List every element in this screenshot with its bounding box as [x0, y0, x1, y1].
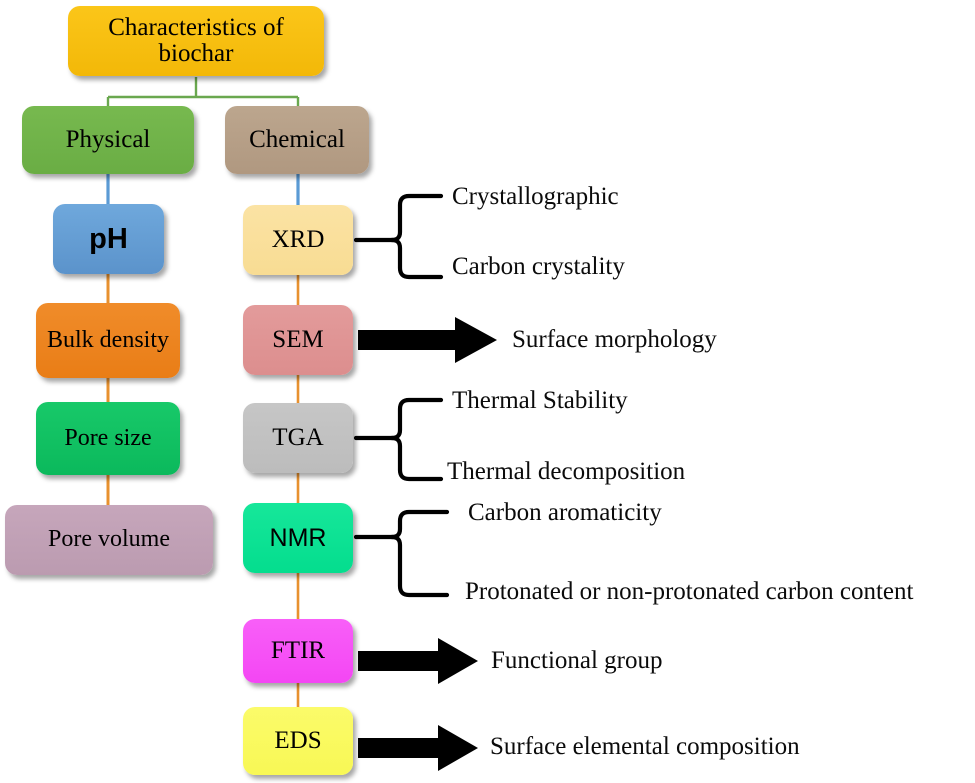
node-chemical[interactable]: Chemical [225, 106, 369, 174]
brace-xrd [353, 193, 444, 280]
node-label: Chemical [249, 125, 345, 153]
node-label: Physical [65, 125, 151, 153]
node-bulk-density[interactable]: Bulk density [36, 303, 180, 378]
node-label: FTIR [270, 636, 326, 664]
node-label: Characteristics of biochar [108, 13, 284, 67]
arrow-ftir [358, 638, 478, 684]
node-label: EDS [274, 726, 322, 754]
node-label: SEM [272, 325, 324, 353]
node-sem[interactable]: SEM [243, 305, 353, 375]
node-label: XRD [271, 225, 325, 253]
output-label-thermal-stability: Thermal Stability [452, 387, 628, 414]
node-label: Bulk density [46, 326, 169, 353]
node-eds[interactable]: EDS [243, 707, 353, 775]
output-label-protonated-carbon-content: Protonated or non-protonated carbon cont… [465, 578, 914, 605]
node-label: Pore size [64, 424, 152, 451]
output-label-crystallographic: Crystallographic [452, 183, 619, 210]
node-label: NMR [269, 523, 327, 552]
arrow-eds [358, 725, 478, 771]
node-ftir[interactable]: FTIR [243, 619, 353, 683]
node-physical[interactable]: Physical [22, 106, 194, 174]
node-label: TGA [272, 423, 324, 451]
node-xrd[interactable]: XRD [243, 205, 353, 275]
node-ph[interactable]: pH [53, 204, 164, 274]
output-label-carbon-aromaticity: Carbon aromaticity [468, 499, 662, 526]
connector-root-to-branches [106, 77, 300, 107]
brace-tga [353, 397, 444, 482]
output-label-surface-morphology: Surface morphology [512, 326, 717, 353]
output-label-functional-group: Functional group [491, 647, 663, 674]
output-label-carbon-crystality: Carbon crystality [452, 253, 625, 280]
node-pore-volume[interactable]: Pore volume [5, 505, 213, 575]
node-pore-size[interactable]: Pore size [36, 402, 180, 475]
arrow-sem [358, 317, 497, 363]
node-label: Pore volume [48, 526, 170, 553]
output-label-surface-elemental-composition: Surface elemental composition [490, 733, 800, 760]
node-tga[interactable]: TGA [243, 403, 353, 473]
output-label-thermal-decomposition: Thermal decomposition [447, 458, 686, 485]
brace-nmr [353, 509, 450, 598]
node-characteristics-of-biochar[interactable]: Characteristics of biochar [68, 6, 324, 76]
node-nmr[interactable]: NMR [243, 503, 353, 573]
node-label: pH [89, 222, 128, 255]
